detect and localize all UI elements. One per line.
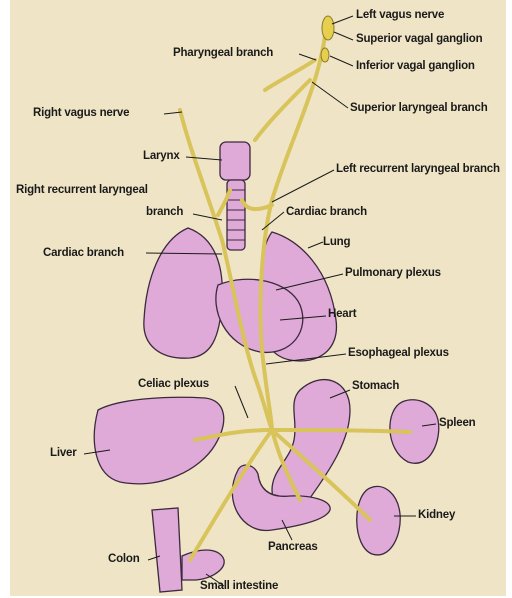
label-inferior-vagal-ganglion: Inferior vagal ganglion [356, 60, 475, 73]
label-heart: Heart [328, 308, 356, 321]
label-colon: Colon [108, 553, 140, 566]
label-cardiac-branch-right: Cardiac branch [43, 247, 124, 260]
colon [152, 508, 182, 592]
label-pharyngeal-branch: Pharyngeal branch [173, 47, 273, 60]
label-pancreas: Pancreas [268, 541, 318, 554]
kidney [357, 486, 400, 554]
label-esophageal-plexus: Esophageal plexus [348, 347, 449, 360]
inferior-vagal-ganglion [321, 48, 329, 62]
anatomy-drawing [10, 0, 506, 596]
superior-vagal-ganglion [322, 16, 334, 40]
label-branch: branch [146, 206, 183, 219]
label-spleen: Spleen [439, 417, 476, 430]
right-lung [144, 228, 222, 358]
vagus-nerve-diagram: Left vagus nerve Superior vagal ganglion… [10, 0, 506, 596]
small-intestine [182, 550, 224, 580]
label-left-recurrent-laryngeal-branch: Left recurrent laryngeal branch [336, 163, 500, 176]
label-small-intestine: Small intestine [200, 580, 278, 593]
label-right-vagus-nerve: Right vagus nerve [33, 107, 129, 120]
label-liver: Liver [50, 447, 77, 460]
label-superior-vagal-ganglion: Superior vagal ganglion [356, 33, 482, 46]
label-right-recurrent-laryngeal: Right recurrent laryngeal [16, 184, 148, 197]
label-superior-laryngeal-branch: Superior laryngeal branch [350, 102, 488, 115]
label-celiac-plexus: Celiac plexus [138, 378, 209, 391]
label-kidney: Kidney [418, 509, 455, 522]
label-cardiac-branch-left: Cardiac branch [286, 206, 367, 219]
label-pulmonary-plexus: Pulmonary plexus [345, 267, 441, 280]
label-stomach: Stomach [352, 380, 399, 393]
label-larynx: Larynx [143, 150, 180, 163]
label-lung: Lung [323, 236, 350, 249]
label-left-vagus-nerve: Left vagus nerve [356, 9, 444, 22]
larynx-shape [220, 142, 250, 180]
liver [94, 397, 223, 483]
